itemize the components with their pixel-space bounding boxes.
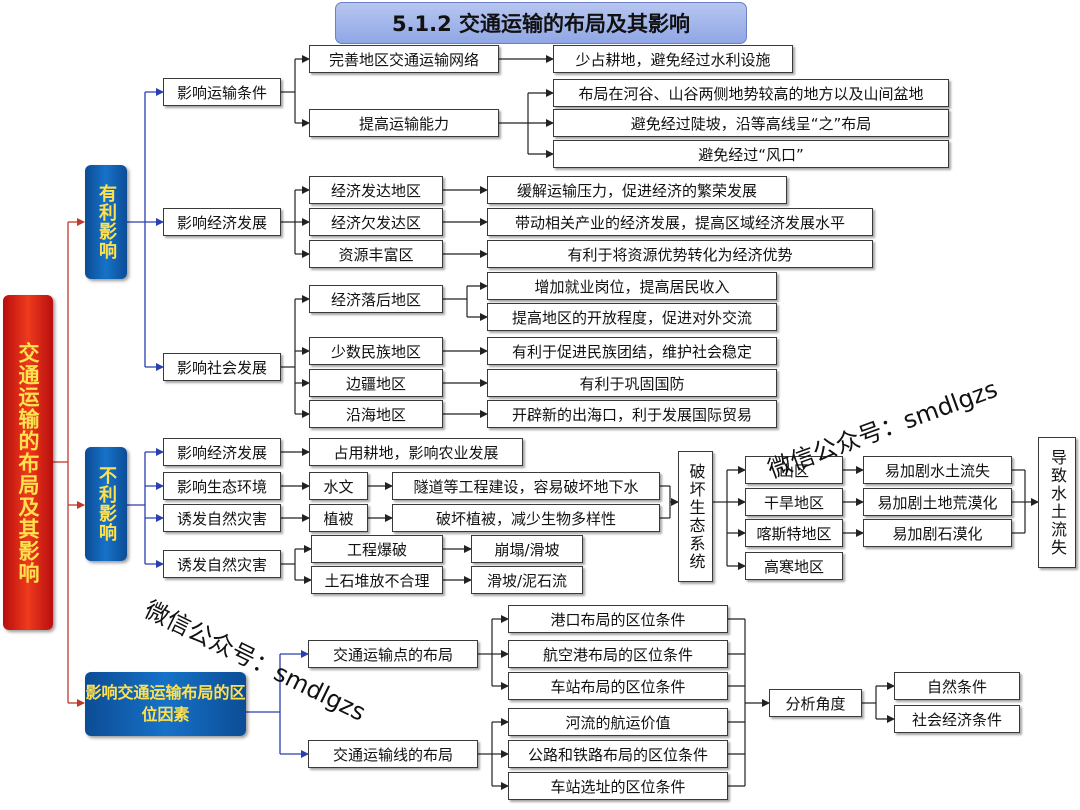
root-node: 交通运输的布局及其影响: [3, 295, 53, 630]
underdeveloped-region-node: 经济欠发达区: [309, 208, 443, 236]
mountain-node: 山区: [745, 456, 843, 484]
defense-node: 有利于巩固国防: [487, 369, 777, 397]
road-rail-node: 公路和铁路布局的区位条件: [508, 740, 728, 768]
airport-node: 航空港布局的区位条件: [508, 640, 728, 668]
unfavorable-impact-node: 不利影响: [85, 447, 127, 561]
less-farmland-node: 少占耕地，避免经过水利设施: [553, 45, 793, 73]
social-development-node: 影响社会发展: [163, 353, 281, 381]
vegetation-node: 植被: [309, 504, 368, 532]
farmland-node: 占用耕地，影响农业发展: [309, 438, 523, 466]
karst-region-node: 喀斯特地区: [745, 519, 843, 547]
page-title: 5.1.2 交通运输的布局及其影响: [335, 2, 747, 44]
earth-pile-node: 土石堆放不合理: [311, 566, 443, 594]
valley-layout-node: 布局在河谷、山谷两侧地势较高的地方以及山间盆地: [553, 79, 949, 107]
hydrology-node: 水文: [309, 472, 368, 500]
biodiversity-node: 破坏植被，减少生物多样性: [392, 504, 660, 532]
soil-loss-node: 易加剧水土流失: [863, 456, 1012, 484]
resource-advantage-node: 有利于将资源优势转化为经济优势: [487, 240, 873, 268]
desertification-node: 易加剧土地荒漠化: [863, 488, 1012, 516]
zigzag-layout-node: 避免经过陡坡，沿等高线呈“之”布局: [553, 109, 949, 137]
rocky-desertification-node: 易加剧石漠化: [863, 519, 1012, 547]
transport-conditions-node: 影响运输条件: [163, 78, 281, 106]
drive-industry-node: 带动相关产业的经济发展，提高区域经济发展水平: [487, 208, 873, 236]
line-layout-node: 交通运输线的布局: [308, 740, 478, 768]
improve-capacity-node: 提高运输能力: [309, 109, 499, 137]
improve-network-node: 完善地区交通运输网络: [309, 45, 499, 73]
station-node: 车站布局的区位条件: [508, 672, 728, 700]
natural-disaster-node-2: 诱发自然灾害: [163, 550, 281, 578]
natural-disaster-node-1: 诱发自然灾害: [163, 504, 281, 532]
unity-node: 有利于促进民族团结，维护社会稳定: [487, 337, 777, 365]
collapse-node: 崩塌/滑坡: [471, 535, 583, 563]
developed-region-node: 经济发达地区: [309, 176, 443, 204]
resource-rich-node: 资源丰富区: [309, 240, 443, 268]
soil-erosion-result-node: 导致水土流失: [1038, 437, 1076, 568]
natural-conditions-node: 自然条件: [894, 672, 1020, 700]
minority-region-node: 少数民族地区: [309, 337, 443, 365]
cold-region-node: 高寒地区: [745, 552, 843, 580]
analysis-angle-node: 分析角度: [769, 689, 862, 717]
blasting-node: 工程爆破: [311, 535, 443, 563]
jobs-node: 增加就业岗位，提高居民收入: [487, 272, 777, 300]
socio-economic-node: 社会经济条件: [894, 705, 1020, 733]
backward-region-node: 经济落后地区: [309, 285, 443, 313]
avoid-wind-node: 避免经过“风口”: [553, 140, 949, 168]
border-region-node: 边疆地区: [309, 369, 443, 397]
mudflow-node: 滑坡/泥石流: [471, 566, 583, 594]
station-site-node: 车站选址的区位条件: [508, 772, 728, 800]
river-node: 河流的航运价值: [508, 708, 728, 736]
favorable-impact-node: 有利影响: [85, 165, 127, 279]
groundwater-node: 隧道等工程建设，容易破坏地下水: [392, 472, 660, 500]
port-node: 港口布局的区位条件: [508, 605, 728, 633]
unfav-economic-node: 影响经济发展: [163, 438, 281, 466]
openness-node: 提高地区的开放程度，促进对外交流: [487, 303, 777, 331]
trade-node: 开辟新的出海口，利于发展国际贸易: [487, 400, 777, 428]
arid-region-node: 干旱地区: [745, 488, 843, 516]
destroy-ecosystem-node: 破坏生态系统: [678, 451, 713, 582]
point-layout-node: 交通运输点的布局: [308, 640, 478, 668]
location-factors-node: 影响交通运输布局的区位因素: [85, 672, 246, 736]
coastal-region-node: 沿海地区: [309, 400, 443, 428]
economic-development-node: 影响经济发展: [163, 208, 281, 236]
eco-environment-node: 影响生态环境: [163, 472, 281, 500]
relieve-pressure-node: 缓解运输压力，促进经济的繁荣发展: [487, 176, 787, 204]
